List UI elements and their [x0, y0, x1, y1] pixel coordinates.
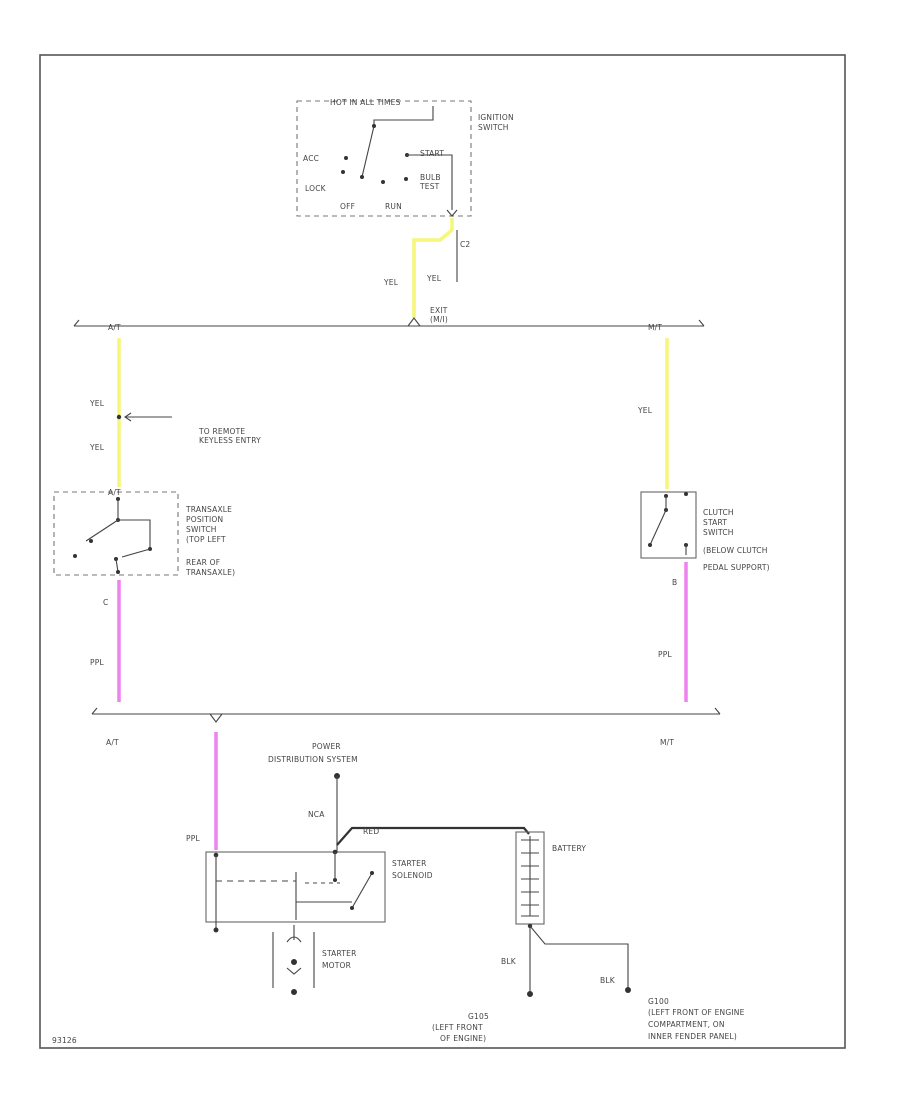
g100-label-4: INNER FENDER PANEL)	[648, 1032, 737, 1041]
remote-label-2: KEYLESS ENTRY	[199, 436, 261, 445]
starter-solenoid-label-1: STARTER	[392, 859, 427, 868]
starter-motor-label-1: STARTER	[322, 949, 357, 958]
ignition-switch-box	[296, 100, 472, 217]
yel-label-right: YEL	[637, 406, 653, 415]
mt-top-label: M/T	[648, 323, 662, 332]
ppl-label-left: PPL	[90, 658, 104, 667]
starter-solenoid-label-2: SOLENOID	[392, 871, 433, 880]
battery: BATTERY	[515, 831, 586, 925]
transaxle-label-6: TRANSAXLE)	[185, 568, 235, 577]
connector-c2-symbol	[446, 209, 458, 217]
ignition-switch-title-2: SWITCH	[478, 123, 509, 132]
yel-label-left-2: YEL	[89, 443, 105, 452]
power-distribution-label-1: POWER	[312, 742, 341, 751]
g105-label-3: OF ENGINE)	[440, 1034, 486, 1043]
clutch-switch-box	[640, 491, 697, 559]
ignition-switch-title-1: IGNITION	[478, 113, 514, 122]
transaxle-switch-box	[53, 491, 179, 576]
transaxle-label-3: SWITCH	[186, 525, 217, 534]
bulb-test-label-1: BULB	[420, 173, 441, 182]
power-distribution-label-2: DISTRIBUTION SYSTEM	[268, 755, 358, 764]
bottom-splice-bus: A/T M/T	[91, 707, 721, 747]
connector-c2-label: C2	[460, 240, 470, 249]
top-splice-bus: EXIT (M/I) A/T M/T	[73, 306, 705, 332]
yel-label-1: YEL	[383, 278, 399, 287]
starter-solenoid: STARTER SOLENOID	[205, 849, 433, 933]
at-top-label: A/T	[108, 323, 121, 332]
blk-label-1: BLK	[501, 957, 517, 966]
starter-motor: STARTER MOTOR	[272, 925, 357, 995]
blk-wire-g100	[529, 925, 629, 990]
starter-motor-label-2: MOTOR	[322, 961, 351, 970]
lock-label: LOCK	[305, 184, 327, 193]
clutch-pin-label: B	[672, 578, 677, 587]
mt-bottom-label: M/T	[660, 738, 674, 747]
g100-label-1: G100	[648, 997, 669, 1006]
clutch-start-switch: CLUTCH START SWITCH (BELOW CLUTCH PEDAL …	[640, 491, 770, 572]
transaxle-label-4: (TOP LEFT	[186, 535, 226, 544]
transaxle-position-switch: A/T TRANSAXLE POSITION SWITCH (TOP LEFT …	[53, 488, 235, 577]
transaxle-pin-label: C	[103, 598, 108, 607]
off-label: OFF	[340, 202, 355, 211]
remote-splice-dot	[116, 414, 122, 420]
remote-label-1: TO REMOTE	[198, 427, 245, 436]
yel-wire-main	[412, 218, 454, 318]
red-label: RED	[363, 827, 379, 836]
yel-label-2: YEL	[426, 274, 442, 283]
diagram-frame	[39, 54, 846, 1049]
transaxle-label-1: TRANSAXLE	[185, 505, 232, 514]
g100-label-3: COMPARTMENT, ON	[648, 1020, 725, 1029]
ground-g105-terminal	[527, 991, 533, 997]
ppl-label-solenoid: PPL	[186, 834, 200, 843]
g100-label-2: (LEFT FRONT OF ENGINE	[648, 1008, 745, 1017]
ppl-label-right: PPL	[658, 650, 672, 659]
transaxle-top-pin-label: A/T	[108, 488, 121, 497]
transaxle-label-2: POSITION	[186, 515, 223, 524]
g105-label-2: (LEFT FRONT	[432, 1023, 483, 1032]
at-bottom-label: A/T	[106, 738, 119, 747]
clutch-label-3: SWITCH	[703, 528, 734, 537]
clutch-label-4: (BELOW CLUTCH	[703, 546, 768, 555]
yel-label-left-1: YEL	[89, 399, 105, 408]
hot-in-all-times-label: HOT IN ALL TIMES	[330, 98, 401, 107]
transaxle-label-5: REAR OF	[186, 558, 220, 567]
starter-solenoid-box	[205, 851, 386, 923]
clutch-label-1: CLUTCH	[703, 508, 734, 517]
battery-label: BATTERY	[552, 844, 586, 853]
red-battery-cable	[336, 826, 530, 846]
clutch-label-2: START	[703, 518, 727, 527]
run-label: RUN	[385, 202, 402, 211]
ignition-switch: HOT IN ALL TIMES ACC LOCK START BULB TES…	[296, 98, 514, 249]
ground-g100-terminal	[625, 987, 631, 993]
bulb-test-label-2: TEST	[419, 182, 440, 191]
clutch-label-5: PEDAL SUPPORT)	[703, 563, 770, 572]
nca-label: NCA	[308, 810, 325, 819]
page-id-label: 93126	[52, 1036, 77, 1045]
mi-label: (M/I)	[430, 315, 448, 324]
exit-label: EXIT	[430, 306, 448, 315]
start-label: START	[420, 149, 444, 158]
acc-label: ACC	[303, 154, 319, 163]
g105-label-1: G105	[468, 1012, 489, 1021]
blk-label-2: BLK	[600, 976, 616, 985]
